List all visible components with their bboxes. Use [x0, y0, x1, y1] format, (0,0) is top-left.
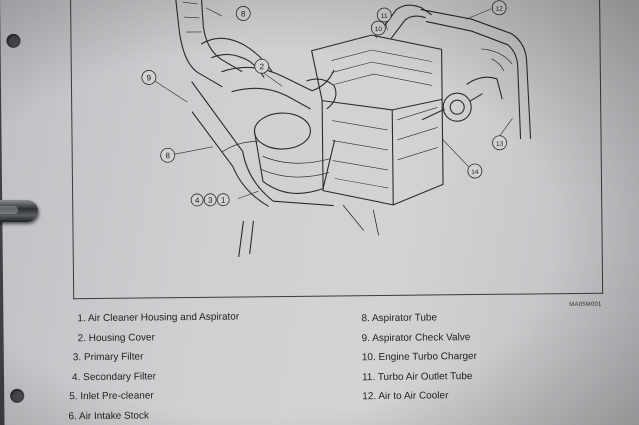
- callout-12: [491, 0, 507, 16]
- legend-item: 11. Turbo Air Outlet Tube: [361, 370, 473, 383]
- turbo-outlet-tube: [380, 4, 432, 31]
- callout-label: 10: [375, 26, 383, 33]
- legend-item: 4. Secondary Filter: [71, 370, 157, 383]
- legend-item: 8. Aspirator Tube: [361, 312, 438, 325]
- callout-label: 9: [147, 73, 152, 82]
- legend-item: 6. Air Intake Stock: [68, 409, 150, 422]
- callout-label: 8: [165, 151, 170, 160]
- binder-hole: [6, 33, 21, 48]
- legend-item: 2. Housing Cover: [77, 331, 155, 344]
- legend-right: 8. Aspirator Tube 9. Aspirator Check Val…: [361, 308, 477, 407]
- callout-1: [216, 193, 230, 207]
- figure-id: MA05M001: [569, 301, 602, 309]
- engine-diagram: 8 9 8 2 10 11 12 13 14 4 3 1: [141, 0, 532, 258]
- callout-label: 13: [496, 141, 504, 148]
- legend-item: 12. Air to Air Cooler: [362, 390, 449, 403]
- callout-label: 1: [221, 196, 226, 205]
- callout-3: [203, 193, 217, 207]
- callout-13: [492, 135, 507, 151]
- engine-block-top: [311, 34, 443, 111]
- housing-cover: [306, 78, 337, 110]
- legend-item: 1. Air Cleaner Housing and Aspirator: [77, 311, 240, 325]
- air-cleaner-housing: [253, 112, 311, 150]
- legend-item: 5. Inlet Pre-cleaner: [69, 390, 154, 403]
- callout-label: 12: [496, 6, 504, 13]
- callout-8: [160, 147, 176, 163]
- legend-item: 3. Primary Filter: [72, 351, 144, 364]
- turbo-charger: [442, 92, 472, 122]
- callout-10: [370, 20, 386, 36]
- callout-label: 14: [471, 169, 479, 176]
- callout-9: [141, 70, 157, 85]
- diagram-frame: 8 9 8 2 10 11 12 13 14 4 3 1: [69, 0, 604, 300]
- callout-4: [190, 193, 204, 207]
- callout-2: [254, 58, 270, 74]
- binder-ring: [0, 200, 38, 222]
- intake-stack-pipe: [174, 0, 223, 88]
- callout-8-top: [235, 6, 251, 21]
- callout-label: 3: [208, 196, 213, 205]
- callout-label: 2: [260, 62, 265, 71]
- air-to-air-cooler-pipe: [420, 9, 532, 140]
- legend-left: 1. Air Cleaner Housing and Aspirator 2. …: [67, 308, 240, 425]
- intake-stack-pipe: [200, 0, 243, 73]
- binder-hole: [10, 388, 25, 403]
- callout-14: [467, 163, 483, 179]
- callout-label: 11: [381, 13, 388, 20]
- callout-label: 4: [195, 196, 200, 205]
- legend-item: 10. Engine Turbo Charger: [361, 351, 477, 364]
- callout-11: [376, 7, 392, 23]
- callout-label: 8: [241, 9, 246, 18]
- legend-item: 9. Aspirator Check Valve: [361, 331, 471, 344]
- drain-hose: [238, 220, 254, 258]
